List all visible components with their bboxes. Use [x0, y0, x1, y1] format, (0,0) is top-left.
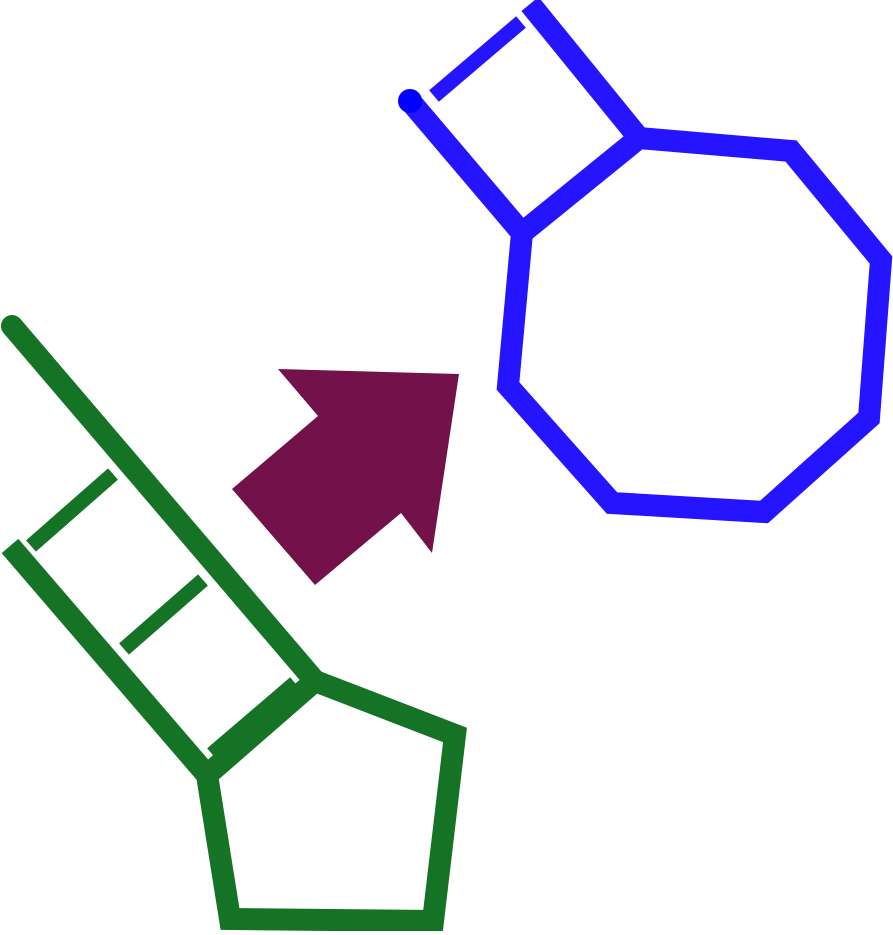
reactant-rung [26, 468, 118, 552]
product-rung [533, 144, 628, 225]
product-molecule [398, 0, 893, 524]
reactant-backbone-lower [1, 538, 216, 783]
reactant-rung [207, 677, 300, 760]
product-backbone-outer [401, 93, 531, 241]
reactant-ring [195, 668, 467, 933]
product-chain-end [398, 89, 422, 113]
reactant-chain-end [1, 315, 23, 337]
product-ring [496, 126, 893, 524]
reaction-arrow [232, 369, 459, 585]
product-rung [429, 16, 526, 102]
reactant-backbone-upper [3, 318, 324, 689]
reactant-rung [119, 574, 208, 655]
product-backbone-upper [521, 0, 648, 145]
reactant-molecule [1, 315, 467, 933]
